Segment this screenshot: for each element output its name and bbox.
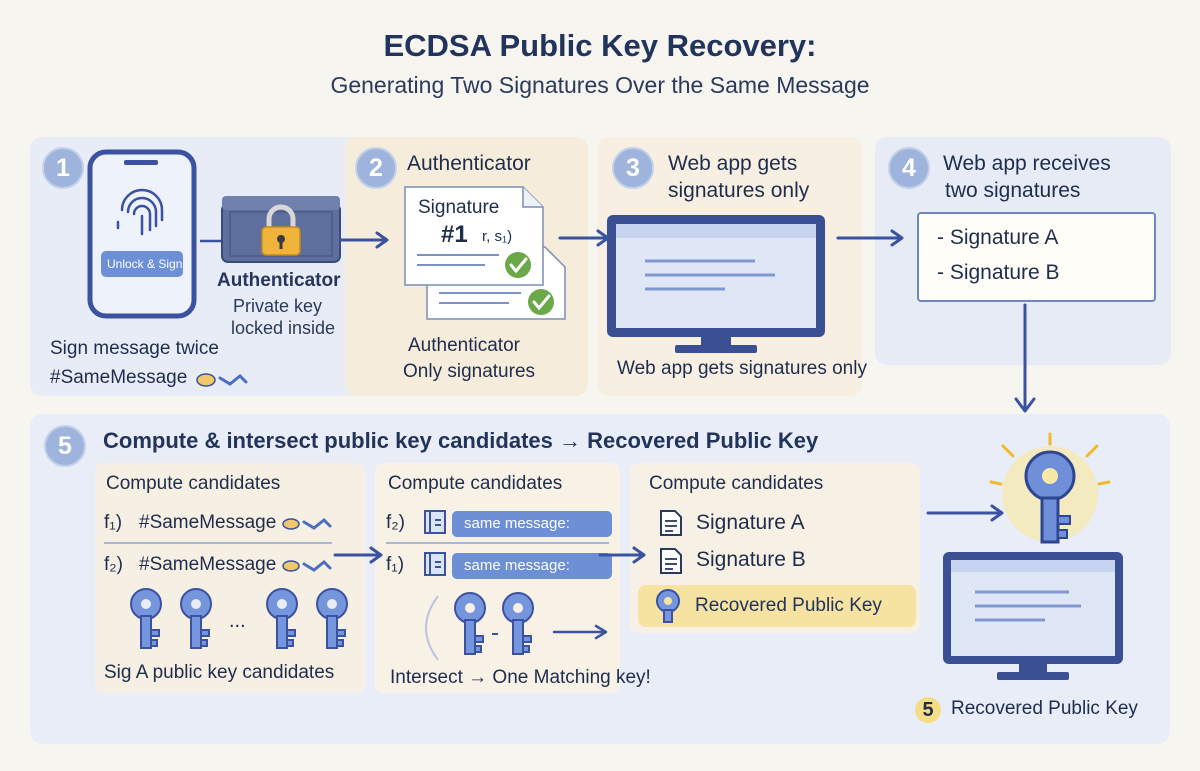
step4-number: 4 <box>888 147 930 189</box>
monitor-icon <box>943 552 1123 680</box>
col-b-row2-fn: f₁) <box>386 554 405 575</box>
step4-heading-line2: two signatures <box>945 179 1081 202</box>
col-b-heading: Compute candidates <box>388 473 563 494</box>
col-a-row2-msg: #SameMessage <box>139 554 277 575</box>
col-b-row2-msg: same message: <box>452 553 612 579</box>
arrow-right-icon <box>836 229 904 247</box>
step5-heading: Compute & intersect public key candidate… <box>103 428 819 453</box>
document-icon <box>660 510 682 536</box>
authenticator-label: Authenticator <box>217 270 341 291</box>
arrow-right-icon <box>339 231 389 249</box>
step2-caption-authenticator: Authenticator <box>408 335 520 356</box>
page-subtitle: Generating Two Signatures Over the Same … <box>330 72 870 98</box>
locked-inside-caption: locked inside <box>231 318 336 338</box>
col-b-row1-msg: same message: <box>452 511 612 537</box>
step4-item-signature-b: - Signature B <box>937 261 1060 284</box>
lock-icon <box>261 204 301 256</box>
signatures-box <box>917 212 1156 302</box>
signature-doc-number: #1 <box>441 221 468 248</box>
monitor-icon <box>607 215 825 353</box>
arrow-right-icon <box>598 546 646 564</box>
col-b-caption: Intersect → One Matching key! <box>390 667 651 688</box>
phone-icon <box>87 149 197 319</box>
key-ellipsis: ... <box>229 610 246 632</box>
decorative-doodle-icon <box>282 517 332 530</box>
step2-caption-only-signatures: Only signatures <box>403 361 536 382</box>
signature-doc-title: Signature <box>418 197 500 218</box>
divider <box>104 542 332 544</box>
step4-heading-line1: Web app receives <box>943 152 1111 175</box>
unlock-sign-button[interactable]: Unlock & Sign <box>101 251 183 277</box>
recovered-key-highlight <box>638 585 916 627</box>
col-a-row2-fn: f₂) <box>104 554 123 575</box>
document-icon <box>424 552 446 576</box>
col-a-row1-msg: #SameMessage <box>139 512 277 533</box>
col-c-heading: Compute candidates <box>649 473 824 494</box>
intersect-keys-icon <box>425 592 608 661</box>
col-a-heading: Compute candidates <box>106 473 281 494</box>
col-a-caption: Sig A public key candidates <box>104 662 335 683</box>
document-icon <box>424 510 446 534</box>
col-c-item-signature-b: Signature B <box>696 548 806 571</box>
step5-col-a-panel <box>95 463 365 693</box>
key-icon <box>656 589 680 623</box>
col-c-item-signature-a: Signature A <box>696 511 805 534</box>
divider <box>386 542 609 544</box>
document-icon <box>660 548 682 574</box>
recovered-key-icon <box>989 432 1111 544</box>
sign-twice-caption: Sign message twice <box>50 338 219 359</box>
col-a-row1-fn: f₁) <box>104 512 123 533</box>
key-candidates-icon <box>266 588 348 649</box>
col-c-recovered-label: Recovered Public Key <box>695 595 882 616</box>
arrow-right-icon <box>333 546 383 564</box>
result-label: Recovered Public Key <box>951 698 1138 719</box>
page-title: ECDSA Public Key Recovery: <box>383 28 817 63</box>
result-step-badge: 5 <box>915 697 941 723</box>
key-candidates-icon <box>130 588 212 649</box>
decorative-doodle-icon <box>196 373 248 387</box>
step2-heading: Authenticator <box>407 152 531 175</box>
step2-number: 2 <box>355 147 397 189</box>
step1-panel <box>30 137 364 396</box>
step5-number: 5 <box>44 425 86 467</box>
step4-item-signature-a: - Signature A <box>937 226 1059 249</box>
col-b-row1-fn: f₂) <box>386 512 405 533</box>
decorative-doodle-icon <box>282 559 332 572</box>
private-key-caption: Private key <box>233 296 323 316</box>
step3-heading-line1: Web app gets <box>668 152 798 175</box>
signature-doc-params: r, s₁) <box>482 228 513 245</box>
step3-heading-line2: signatures only <box>668 179 810 202</box>
arrow-right-icon <box>926 504 1004 522</box>
step3-number: 3 <box>612 147 654 189</box>
same-message-tag: #SameMessage <box>50 367 188 388</box>
signature-documents-icon <box>404 186 566 320</box>
step1-number: 1 <box>42 147 84 189</box>
step3-caption: Web app gets signatures only <box>617 358 867 379</box>
arrow-down-icon <box>1014 303 1036 413</box>
